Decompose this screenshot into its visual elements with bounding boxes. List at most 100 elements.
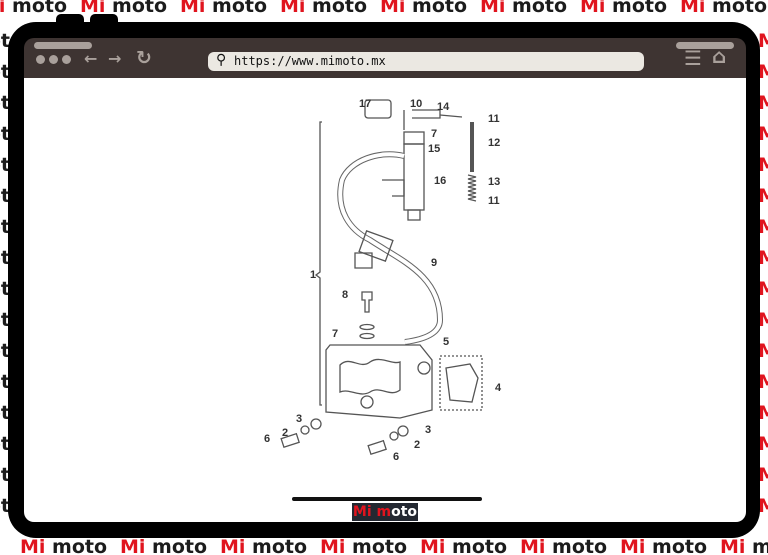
watermark-logo: Mi moto — [180, 0, 268, 17]
home-indicator — [292, 497, 482, 501]
washer-3 — [397, 425, 409, 437]
nut — [403, 131, 425, 145]
reservoir — [364, 99, 392, 119]
watermark-logo: Mi moto — [520, 536, 608, 555]
search-icon: ⚲ — [216, 52, 227, 68]
callout-label: 10 — [410, 98, 422, 110]
callout-labels: 17 10 14 11 7 12 15 16 13 11 9 1 8 7 5 4… — [264, 98, 502, 463]
brake-hose-inner — [338, 152, 443, 344]
brake-pads-box-4 — [439, 355, 483, 411]
watermark-logo: Mi moto — [280, 0, 368, 17]
callout-label: 15 — [428, 143, 440, 155]
watermark-logo: Mi moto — [758, 371, 768, 393]
callout-label: 6 — [264, 433, 270, 445]
dots-icon — [49, 55, 58, 64]
callout-label: 16 — [434, 175, 446, 187]
forward-arrow-icon[interactable]: → — [108, 49, 122, 68]
callout-label: 4 — [495, 382, 502, 394]
watermark-logo: Mi moto — [20, 536, 108, 555]
hose-fitting — [403, 109, 441, 130]
watermark-logo: Mi moto — [758, 247, 768, 269]
clamp-tab — [354, 252, 373, 269]
menu-icon[interactable]: ☰ — [684, 46, 702, 70]
watermark-logo: Mi moto — [380, 0, 468, 17]
watermark-logo: Mi moto — [758, 92, 768, 114]
watermark-logo: Mi moto — [680, 0, 768, 17]
callout-label: 11 — [488, 195, 500, 207]
dots-icon — [36, 55, 45, 64]
watermark-logo: Mi moto — [758, 123, 768, 145]
back-arrow-icon[interactable]: ← — [84, 49, 98, 68]
watermark-logo: Mi moto — [758, 61, 768, 83]
watermark-logo: Mi moto — [480, 0, 568, 17]
callout-label: 7 — [332, 328, 338, 340]
callout-label: 2 — [414, 439, 420, 451]
watermark-logo: Mi moto — [220, 536, 308, 555]
brake-pad — [445, 363, 479, 403]
caliper-hole — [417, 361, 431, 375]
cylinder-tab — [382, 179, 405, 197]
callout-label: 11 — [488, 113, 500, 125]
bolt-6 — [280, 432, 300, 449]
callout-label: 5 — [443, 336, 449, 348]
washer-7 — [359, 332, 375, 340]
watermark-logo: Mi moto — [420, 536, 508, 555]
tab-pill — [676, 42, 734, 49]
tablet-button — [90, 14, 118, 28]
callout-label: 1 — [310, 269, 316, 281]
watermark-logo: Mi moto — [80, 0, 168, 17]
callout-label: 17 — [359, 98, 371, 110]
watermark-logo: Mi moto — [320, 536, 408, 555]
watermark-logo: Mi moto — [758, 185, 768, 207]
home-icon[interactable]: ⌂ — [712, 44, 727, 68]
watermark-logo: Mi moto — [758, 433, 768, 455]
washer-3 — [310, 418, 322, 430]
watermark-logo: Mi moto — [758, 495, 768, 517]
browser-toolbar: ← → ↻ ⚲ https://www.mimoto.mx ☰ ⌂ — [24, 38, 746, 78]
brake-caliper — [325, 344, 433, 419]
cylinder-end — [407, 209, 421, 221]
watermark-logo: Mi moto — [620, 536, 708, 555]
watermark-logo: Mi moto — [0, 0, 68, 17]
callout-label: 6 — [393, 451, 399, 463]
spring-13 — [467, 174, 477, 202]
assembly-bracket — [314, 121, 322, 406]
washer-7 — [359, 323, 375, 331]
banjo-bolt-8 — [361, 291, 373, 313]
bolt-6 — [367, 439, 387, 456]
caliper-hole — [360, 395, 374, 409]
watermark-logo: Mi moto — [758, 309, 768, 331]
dots-icon — [62, 55, 71, 64]
watermark-logo: Mi moto — [120, 536, 208, 555]
callout-label: 14 — [437, 101, 450, 113]
caliper-body — [339, 358, 401, 395]
washer-2 — [300, 425, 310, 435]
watermark-logo: Mi moto — [720, 536, 768, 555]
watermark-logo: Mi moto — [758, 216, 768, 238]
callout-label: 8 — [342, 289, 348, 301]
watermark-logo: Mi moto — [758, 464, 768, 486]
callout-label: 9 — [431, 257, 437, 269]
address-bar[interactable]: ⚲ https://www.mimoto.mx — [208, 52, 644, 71]
watermark-logo: Mi moto — [758, 340, 768, 362]
tablet-button — [56, 14, 84, 28]
callout-label: 7 — [431, 128, 437, 140]
hose-14 — [439, 114, 463, 118]
reload-icon[interactable]: ↻ — [136, 47, 152, 69]
watermark-logo: Mi moto — [758, 30, 768, 52]
tab-pill — [34, 42, 92, 49]
watermark-logo: Mi moto — [580, 0, 668, 17]
callout-label: 3 — [296, 413, 302, 425]
watermark-logo: Mi moto — [758, 154, 768, 176]
callout-label: 12 — [488, 137, 500, 149]
callout-label: 3 — [425, 424, 431, 436]
callout-label: 13 — [488, 176, 500, 188]
master-cylinder — [403, 143, 425, 211]
callout-label: 2 — [282, 427, 288, 439]
watermark-logo: Mi moto — [758, 278, 768, 300]
brand-logo: Mi moto — [352, 503, 418, 521]
url-text: https://www.mimoto.mx — [234, 54, 386, 68]
watermark-logo: Mi moto — [758, 402, 768, 424]
washer-2 — [389, 431, 399, 441]
